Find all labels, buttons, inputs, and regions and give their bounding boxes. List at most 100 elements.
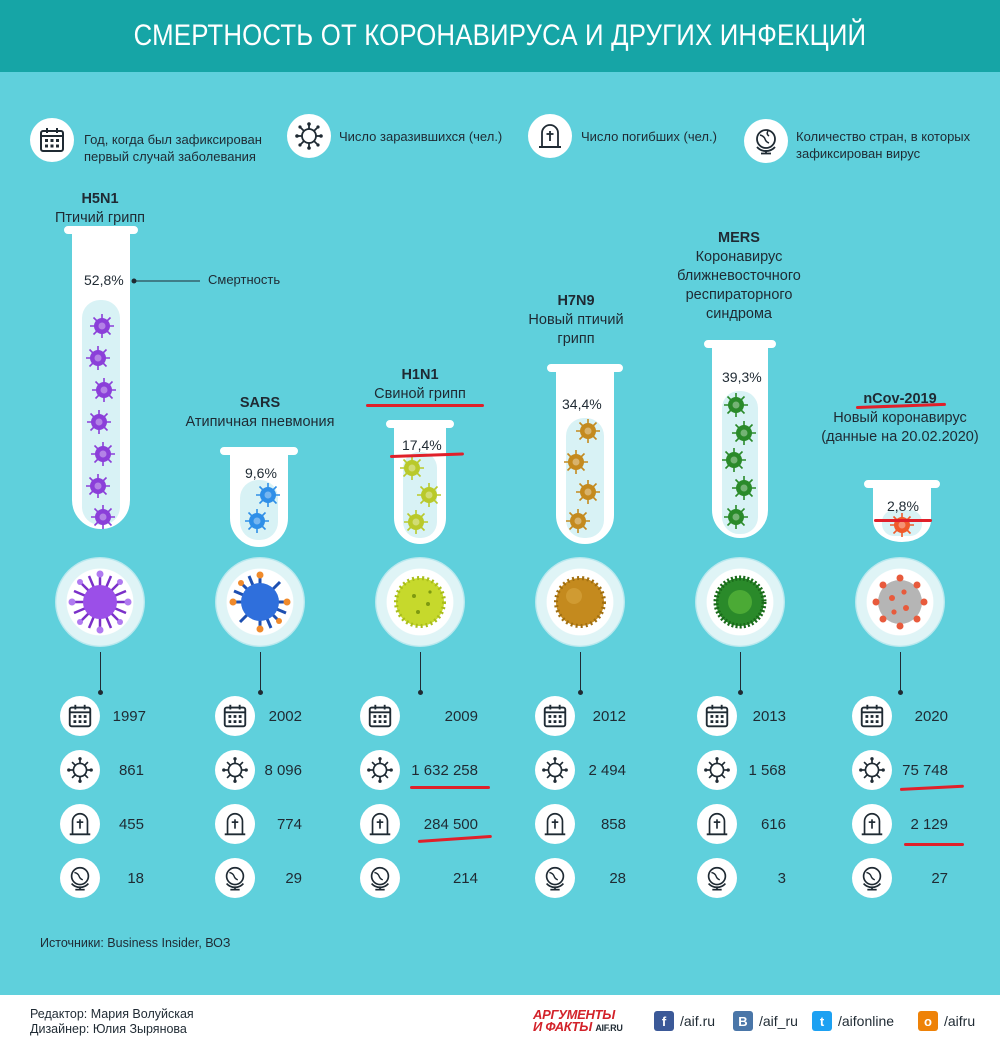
name-ncov: Новый коронавирус (данные на 20.02.2020) [821,410,979,445]
stem-h5n1 [100,652,101,692]
brand-logo[interactable]: АРГУМЕНТЫ И ФАКТЫ AIF.RU [533,1007,623,1034]
calendar-icon [30,118,74,162]
stem-mers [740,652,741,692]
year-mers: 2013 [752,708,786,725]
editor-credit: Редактор: Мария Волуйская [30,1007,194,1021]
code-h1n1: H1N1 [401,367,439,383]
stem-dot-h7n9 [578,690,583,695]
globe-icon [215,858,255,898]
legend-infected: Число заразившихся (чел.) [339,129,503,144]
tombstone-icon [60,804,100,844]
year-h1n1: 2009 [444,708,478,725]
globe-icon [360,858,400,898]
tube-ncov [864,480,940,542]
virus-icon [360,750,400,790]
vk-handle: /aif_ru [759,1013,798,1029]
stem-ncov [900,652,901,692]
countries-sars: 29 [285,870,302,887]
calendar-icon [697,696,737,736]
virus-image-ncov [855,557,945,647]
globe-icon [744,119,788,163]
ok-link[interactable]: o /aifru [918,1011,975,1031]
page-title: СМЕРТНОСТЬ ОТ КОРОНАВИРУСА И ДРУГИХ ИНФЕ… [133,19,867,52]
countries-h5n1: 18 [127,870,144,887]
tombstone-icon [852,804,892,844]
underline-ncov-deaths [904,843,964,846]
deaths-h1n1: 284 500 [423,816,478,833]
infected-h1n1: 1 632 258 [411,762,478,779]
calendar-icon [215,696,255,736]
virus-icon [287,114,331,158]
code-mers: MERS [718,230,760,246]
facebook-icon: f [654,1011,674,1031]
ok-handle: /aifru [944,1013,976,1029]
deaths-sars: 774 [276,816,302,833]
tombstone-icon [697,804,737,844]
mortality-annotation: Смертность [208,272,281,287]
mortality-h1n1: 17,4% [402,437,442,453]
countries-ncov: 27 [931,870,948,887]
legend-deaths: Число погибших (чел.) [581,129,717,144]
stem-sars [260,652,261,692]
brand-line2: И ФАКТЫ AIF.RU [533,1019,623,1034]
facebook-link[interactable]: f /aif.ru [654,1011,715,1031]
stem-h1n1 [420,652,421,692]
deaths-h7n9: 858 [600,816,626,833]
virus-image-h1n1 [375,557,465,647]
tube-mers [704,340,776,538]
stem-dot-sars [258,690,263,695]
infected-h7n9: 2 494 [588,762,626,779]
infected-mers: 1 568 [748,762,786,779]
virus-image-h7n9 [535,557,625,647]
name-sars: Атипичная пневмония [185,414,335,430]
stem-dot-h1n1 [418,690,423,695]
year-ncov: 2020 [914,708,948,725]
code-sars: SARS [239,395,281,411]
legend-year: Год, когда был зафиксирован первый случа… [84,132,262,164]
deaths-mers: 616 [760,816,786,833]
mortality-ncov: 2,8% [887,498,919,514]
infected-ncov: 75 748 [902,762,948,779]
calendar-icon [360,696,400,736]
underline-ncov-mortality [874,519,932,522]
deaths-h5n1: 455 [118,816,144,833]
brand-domain: AIF.RU [595,1023,623,1033]
footer: Редактор: Мария Волуйская Дизайнер: Юлия… [0,995,1000,1050]
legend-countries: Количество стран, в которых зафиксирован… [796,129,971,161]
tubes-layer [64,226,940,547]
tube-h7n9 [547,364,623,544]
globe-icon [60,858,100,898]
underline-ncov-infected [899,784,964,791]
year-h5n1: 1997 [112,708,146,725]
calendar-icon [60,696,100,736]
deaths-ncov: 2 129 [910,816,948,833]
underline-h1n1-name [366,404,484,407]
year-sars: 2002 [268,708,302,725]
code-h5n1: H5N1 [81,191,119,207]
twitter-icon: t [812,1011,832,1031]
stem-dot-mers [738,690,743,695]
infected-sars: 8 096 [264,762,302,779]
countries-h7n9: 28 [609,870,626,887]
virus-icon [535,750,575,790]
title-mers: MERS Коронавирус ближневосточного респир… [664,229,814,324]
virus-image-h5n1 [55,557,145,647]
tube-h5n1 [64,226,138,530]
vk-link[interactable]: B /aif_ru [733,1011,798,1031]
tombstone-icon [360,804,400,844]
tombstone-icon [215,804,255,844]
designer-credit: Дизайнер: Юлия Зырянова [30,1022,187,1036]
tombstone-icon [528,114,572,158]
ok-icon: o [918,1011,938,1031]
twitter-handle: /aifonline [838,1013,895,1029]
name-h1n1: Свиной грипп [374,386,466,402]
twitter-link[interactable]: t /aifonline [812,1011,894,1031]
title-sars: SARS Атипичная пневмония [170,394,350,432]
vk-icon: B [733,1011,753,1031]
virus-icon [215,750,255,790]
title-h5n1: H5N1 Птичий грипп [20,190,180,228]
name-h7n9: Новый птичий грипп [528,312,624,347]
calendar-icon [852,696,892,736]
brand-line1: АРГУМЕНТЫ [533,1007,615,1022]
virus-image-mers [695,557,785,647]
